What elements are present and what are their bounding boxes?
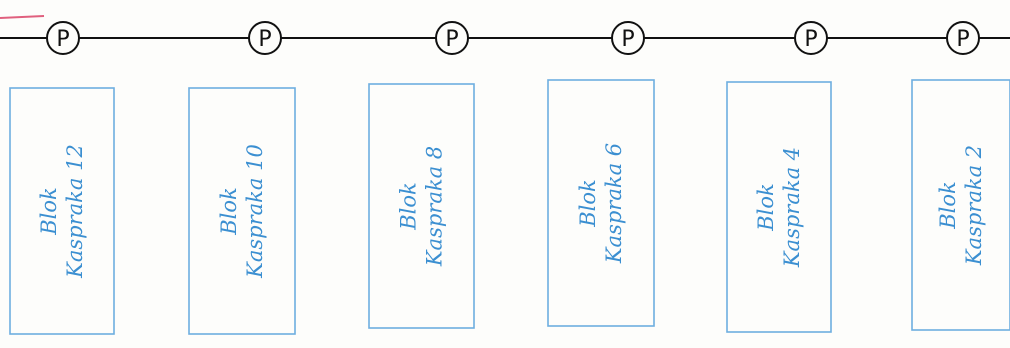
block-label-line2: Kaspraka 6 (602, 143, 626, 264)
pole-label: P (956, 27, 969, 52)
block-label: BlokKaspraka 12 (37, 144, 87, 279)
block-label-line1: Blok (936, 181, 960, 230)
block-label-line1: Blok (576, 179, 600, 228)
block-label: BlokKaspraka 6 (576, 143, 626, 264)
block-label-line1: Blok (37, 187, 61, 236)
pole-circle (248, 21, 282, 55)
building-block: BlokKaspraka 10 (188, 87, 296, 335)
building-block: BlokKaspraka 2 (911, 79, 1010, 331)
block-label: BlokKaspraka 8 (397, 146, 447, 267)
block-outline (547, 79, 655, 327)
block-label-line2: Kaspraka 4 (780, 147, 804, 268)
pole-node: P (794, 21, 828, 55)
block-label-line2: Kaspraka 8 (423, 146, 447, 267)
pole-label: P (804, 27, 817, 52)
pole-node: P (435, 21, 469, 55)
building-block: BlokKaspraka 6 (547, 79, 655, 327)
building-block: BlokKaspraka 4 (726, 81, 832, 333)
pole-circle (946, 21, 980, 55)
block-outline (726, 81, 832, 333)
block-label: BlokKaspraka 2 (936, 145, 986, 266)
building-block: BlokKaspraka 8 (368, 83, 475, 329)
block-outline (9, 87, 115, 335)
pole-label: P (445, 27, 458, 52)
pole-circle (611, 21, 645, 55)
pole-circle (435, 21, 469, 55)
block-label-line2: Kaspraka 2 (962, 145, 986, 266)
pole-node: P (946, 21, 980, 55)
block-label-line1: Blok (397, 182, 421, 231)
block-outline (911, 79, 1010, 331)
block-label-line1: Blok (754, 183, 778, 232)
pole-circle (46, 21, 80, 55)
pole-label: P (621, 27, 634, 52)
block-label-line2: Kaspraka 10 (243, 144, 267, 279)
pole-circle (794, 21, 828, 55)
block-label: BlokKaspraka 4 (754, 147, 804, 268)
block-outline (368, 83, 475, 329)
pole-label: P (258, 27, 271, 52)
building-block: BlokKaspraka 12 (9, 87, 115, 335)
accent-line (0, 15, 45, 19)
pole-label: P (56, 27, 69, 52)
pole-node: P (46, 21, 80, 55)
pole-node: P (248, 21, 282, 55)
block-label-line2: Kaspraka 12 (63, 144, 87, 279)
pole-node: P (611, 21, 645, 55)
block-label-line1: Blok (217, 187, 241, 236)
block-label: BlokKaspraka 10 (217, 144, 267, 279)
block-outline (188, 87, 296, 335)
